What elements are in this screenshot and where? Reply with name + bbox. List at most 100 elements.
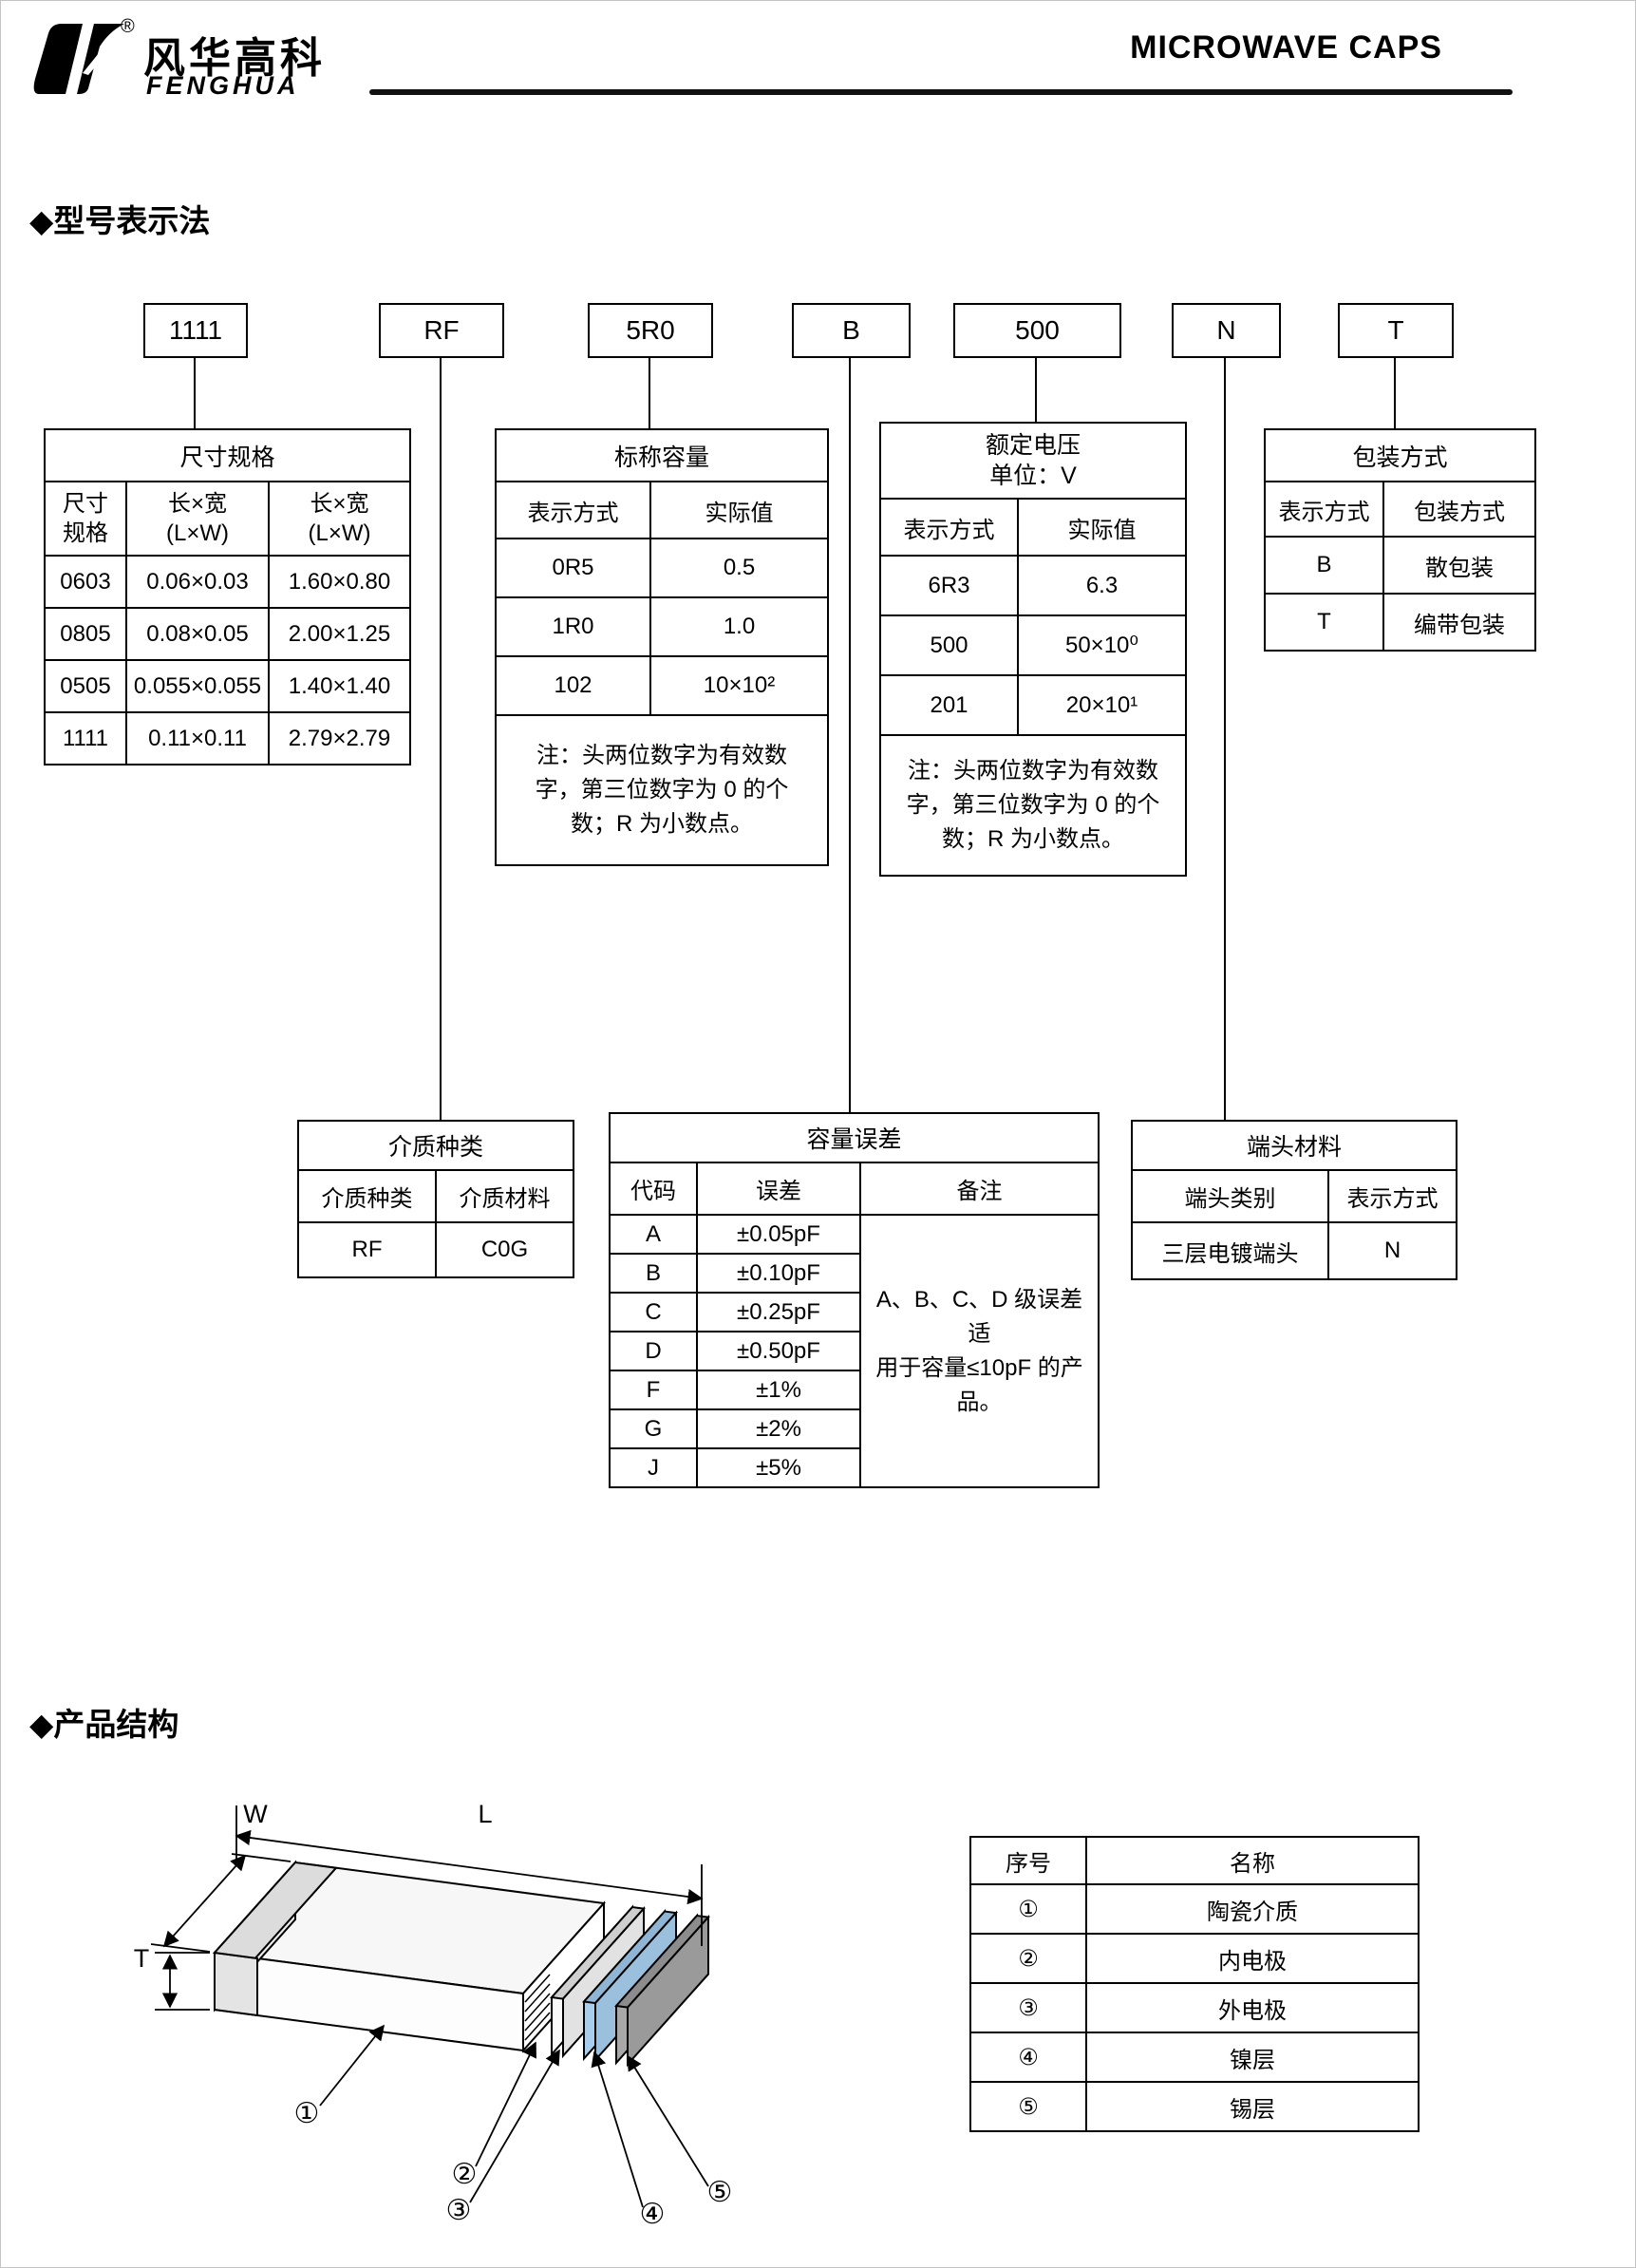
table-cell: 0.055×0.055: [125, 659, 270, 713]
code-segment-capacitance: 5R0: [588, 303, 713, 358]
connector-line: [1394, 358, 1396, 428]
fenghua-logo: [33, 24, 124, 94]
callout-leaders: [319, 2024, 709, 2208]
table-row: 1111 0.11×0.11 2.79×2.79: [44, 711, 412, 765]
table-title-row: 容量误差: [608, 1112, 1100, 1163]
table-cell: 散包装: [1382, 536, 1537, 595]
dielectric-table-title: 介质种类: [296, 1120, 575, 1171]
table-row: 0R5 0.5: [495, 538, 830, 598]
table-cell: 陶瓷介质: [1085, 1883, 1420, 1935]
table-cell: ±0.25pF: [696, 1292, 861, 1332]
table-header-row: 表示方式 包装方式: [1264, 481, 1537, 538]
capacitance-note: 注：头两位数字为有效数 字，第三位数字为 0 的个 数；R 为小数点。: [494, 714, 830, 866]
voltage-note: 注：头两位数字为有效数 字，第三位数字为 0 的个 数；R 为小数点。: [878, 734, 1188, 877]
column-header: 序号: [969, 1836, 1087, 1885]
callout-1: ①: [294, 2098, 320, 2129]
code-segment-size: 1111: [143, 303, 248, 358]
column-header: 长×宽 (L×W): [267, 481, 412, 557]
table-header-row: 代码 误差 备注: [609, 1162, 1100, 1216]
table-cell: 500: [879, 614, 1019, 676]
table-title-row: 介质种类: [296, 1120, 575, 1171]
table-row: J ±5%: [609, 1447, 1099, 1488]
table-cell: 内电极: [1085, 1933, 1420, 1984]
capacitance-table: 标称容量 表示方式 实际值 0R5 0.5 1R0 1.0 102 10×10²…: [494, 428, 830, 866]
tin-layer-plate: [613, 1913, 711, 2068]
termination-table-title: 端头材料: [1130, 1120, 1458, 1171]
table-cell: 20×10¹: [1016, 674, 1188, 736]
column-header: 表示方式: [879, 498, 1019, 557]
callout-3: ③: [446, 2195, 472, 2226]
document-title: MICROWAVE CAPS: [1130, 29, 1442, 66]
table-row: B 散包装: [1264, 536, 1537, 595]
dim-label-l: L: [478, 1800, 492, 1828]
table-row: RF C0G: [297, 1221, 575, 1278]
table-cell: 1.40×1.40: [267, 659, 412, 713]
connector-line: [194, 358, 196, 428]
code-segment-tolerance: B: [792, 303, 911, 358]
dielectric-table: 介质种类 介质种类 介质材料 RF C0G: [296, 1120, 575, 1278]
callout-2: ②: [452, 2159, 478, 2190]
table-row: 500 50×10⁰: [879, 614, 1188, 676]
connector-line: [649, 358, 650, 428]
table-cell: 0603: [44, 555, 127, 609]
column-header: 名称: [1085, 1836, 1420, 1885]
table-note-row: 注：头两位数字为有效数 字，第三位数字为 0 的个 数；R 为小数点。: [494, 714, 830, 866]
connector-line: [440, 358, 442, 1120]
table-row: ① 陶瓷介质: [969, 1883, 1420, 1935]
table-cell: ±0.05pF: [696, 1214, 861, 1255]
table-title-row: 包装方式: [1263, 428, 1537, 482]
table-cell: 102: [495, 655, 651, 716]
column-header: 表示方式: [495, 481, 651, 539]
table-cell: 0.08×0.05: [125, 607, 270, 661]
table-cell: 0505: [44, 659, 127, 713]
column-header: 包装方式: [1382, 481, 1537, 538]
table-cell: 0.5: [649, 538, 830, 598]
table-row: T 编带包装: [1264, 593, 1537, 652]
table-cell: ③: [969, 1982, 1087, 2033]
packaging-table-title: 包装方式: [1263, 428, 1537, 482]
table-row: 6R3 6.3: [879, 555, 1188, 616]
table-cell: J: [609, 1447, 698, 1488]
table-header-row: 端头类别 表示方式: [1131, 1169, 1458, 1223]
table-row: C ±0.25pF: [609, 1292, 1099, 1332]
table-cell: ②: [969, 1933, 1087, 1984]
dimension-t: [155, 1952, 210, 2011]
inner-electrode-layers: [524, 1974, 551, 2041]
table-row: ② 内电极: [969, 1933, 1420, 1984]
dim-label-t: T: [134, 1944, 150, 1973]
table-title-row: 端头材料: [1130, 1120, 1458, 1171]
section-title-model: ◆型号表示法: [29, 203, 211, 238]
brand-name-cn: 风华高科: [143, 35, 326, 82]
table-cell: ①: [969, 1883, 1087, 1935]
structure-table: 序号 名称 ① 陶瓷介质 ② 内电极 ③ 外电极 ④ 镍层 ⑤ 锡层: [969, 1836, 1420, 2132]
table-cell: D: [609, 1331, 698, 1371]
table-row: ③ 外电极: [969, 1982, 1420, 2033]
product-structure-diagram: L W T ① ② ③ ④ ⑤: [134, 1800, 733, 2230]
column-header: 介质种类: [297, 1169, 437, 1223]
table-header-row: 尺寸 规格 长×宽 (L×W) 长×宽 (L×W): [44, 481, 412, 557]
column-header: 表示方式: [1264, 481, 1384, 538]
table-title-row: 尺寸规格: [43, 428, 412, 482]
table-cell: ±0.50pF: [696, 1331, 861, 1371]
table-cell: F: [609, 1370, 698, 1410]
table-cell: 编带包装: [1382, 593, 1537, 652]
table-row: B ±0.10pF: [609, 1253, 1099, 1294]
left-termination-front: [214, 1951, 258, 2017]
packaging-table: 包装方式 表示方式 包装方式 B 散包装 T 编带包装: [1263, 428, 1537, 652]
table-cell: RF: [297, 1221, 437, 1278]
table-cell: 1111: [44, 711, 127, 765]
column-header: 代码: [609, 1162, 698, 1216]
table-row: 0505 0.055×0.055 1.40×1.40: [44, 659, 412, 713]
connector-line: [1224, 358, 1226, 1120]
column-header: 端头类别: [1131, 1169, 1329, 1223]
table-row: D ±0.50pF: [609, 1331, 1099, 1371]
callout-4: ④: [640, 2199, 666, 2230]
registered-mark: ®: [121, 16, 135, 37]
table-header-row: 序号 名称: [969, 1836, 1420, 1885]
table-cell: 镍层: [1085, 2032, 1420, 2083]
table-cell: 6.3: [1016, 555, 1188, 616]
table-cell: 1.0: [649, 596, 830, 657]
table-cell: ④: [969, 2032, 1087, 2083]
table-cell: 10×10²: [649, 655, 830, 716]
